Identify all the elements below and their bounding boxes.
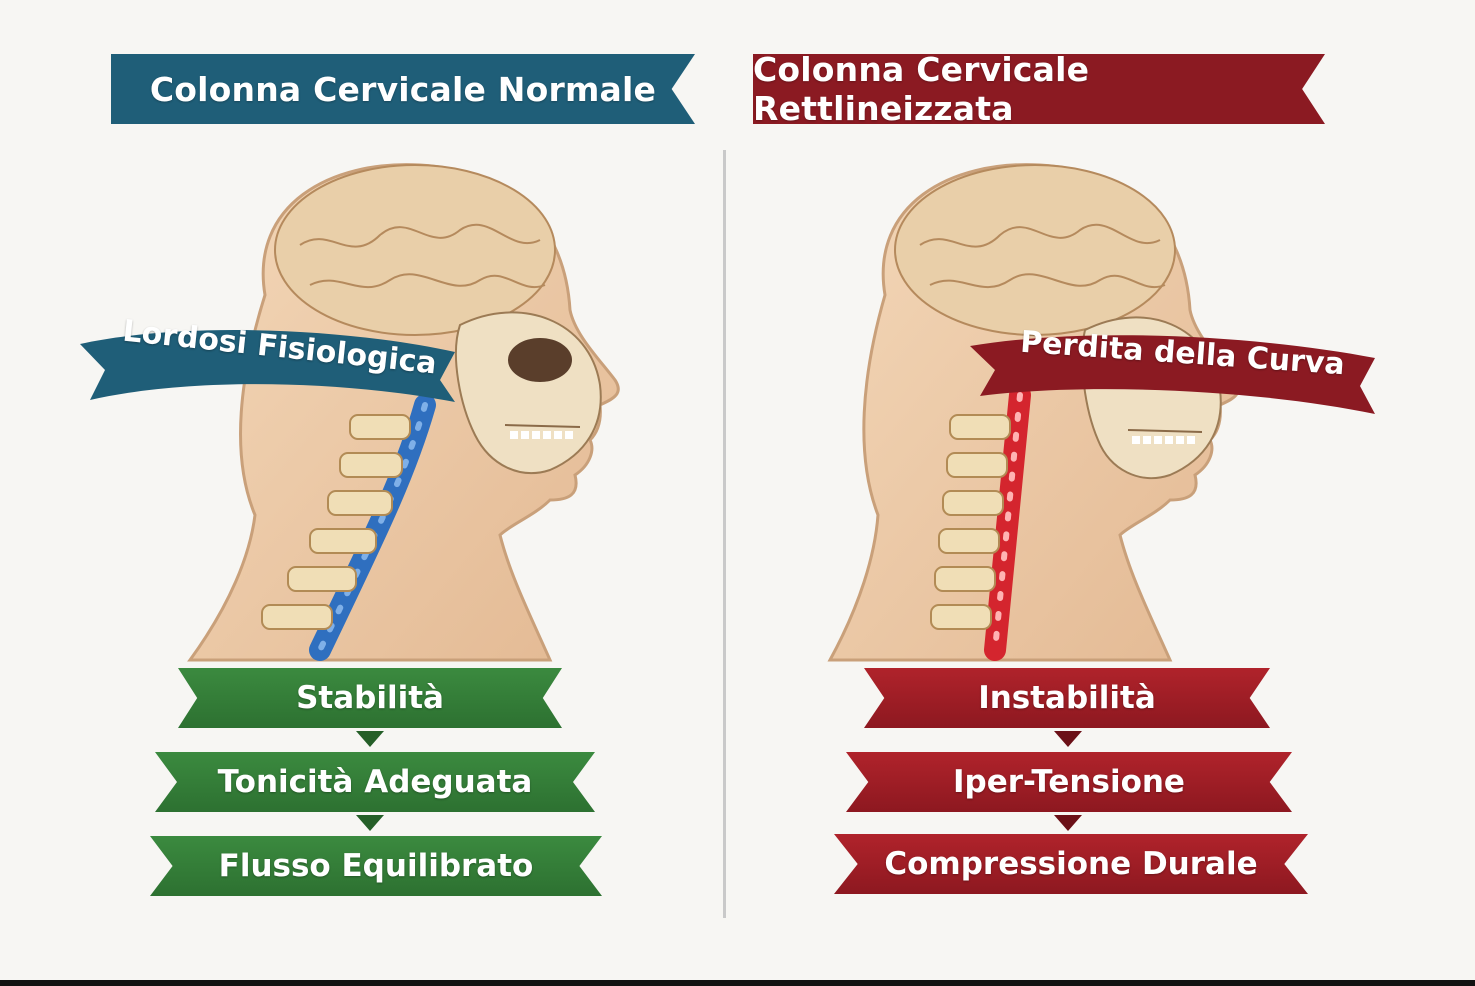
ribbon-lordosis-shape xyxy=(80,330,455,402)
step-straightened-2: Iper-Tensione xyxy=(846,752,1292,812)
step-normal-2: Tonicità Adeguata xyxy=(155,752,595,812)
connector-arrow xyxy=(356,731,384,747)
ribbon-curve-loss-shape xyxy=(970,335,1375,414)
bottom-edge xyxy=(0,980,1475,986)
step-straightened-3: Compressione Durale xyxy=(834,834,1308,894)
vertebrae-straightened xyxy=(930,414,1011,630)
straightened-neck-illustration xyxy=(827,163,1240,662)
title-banner-straightened: Colonna Cervicale Rettlineizzata xyxy=(753,54,1325,124)
connector-arrow xyxy=(356,815,384,831)
step-normal-1: Stabilità xyxy=(178,668,562,728)
normal-neck-illustration xyxy=(187,163,620,662)
connector-arrow xyxy=(1054,731,1082,747)
step-straightened-1: Instabilità xyxy=(864,668,1270,728)
center-divider xyxy=(723,150,726,918)
title-banner-normal: Colonna Cervicale Normale xyxy=(111,54,695,124)
title-normal: Colonna Cervicale Normale xyxy=(149,69,657,109)
brain xyxy=(894,164,1176,336)
brain xyxy=(274,164,556,336)
connector-arrow xyxy=(1054,815,1082,831)
title-straightened: Colonna Cervicale Rettlineizzata xyxy=(753,50,1090,128)
vertebrae-normal xyxy=(261,414,411,630)
step-normal-3: Flusso Equilibrato xyxy=(150,836,602,896)
